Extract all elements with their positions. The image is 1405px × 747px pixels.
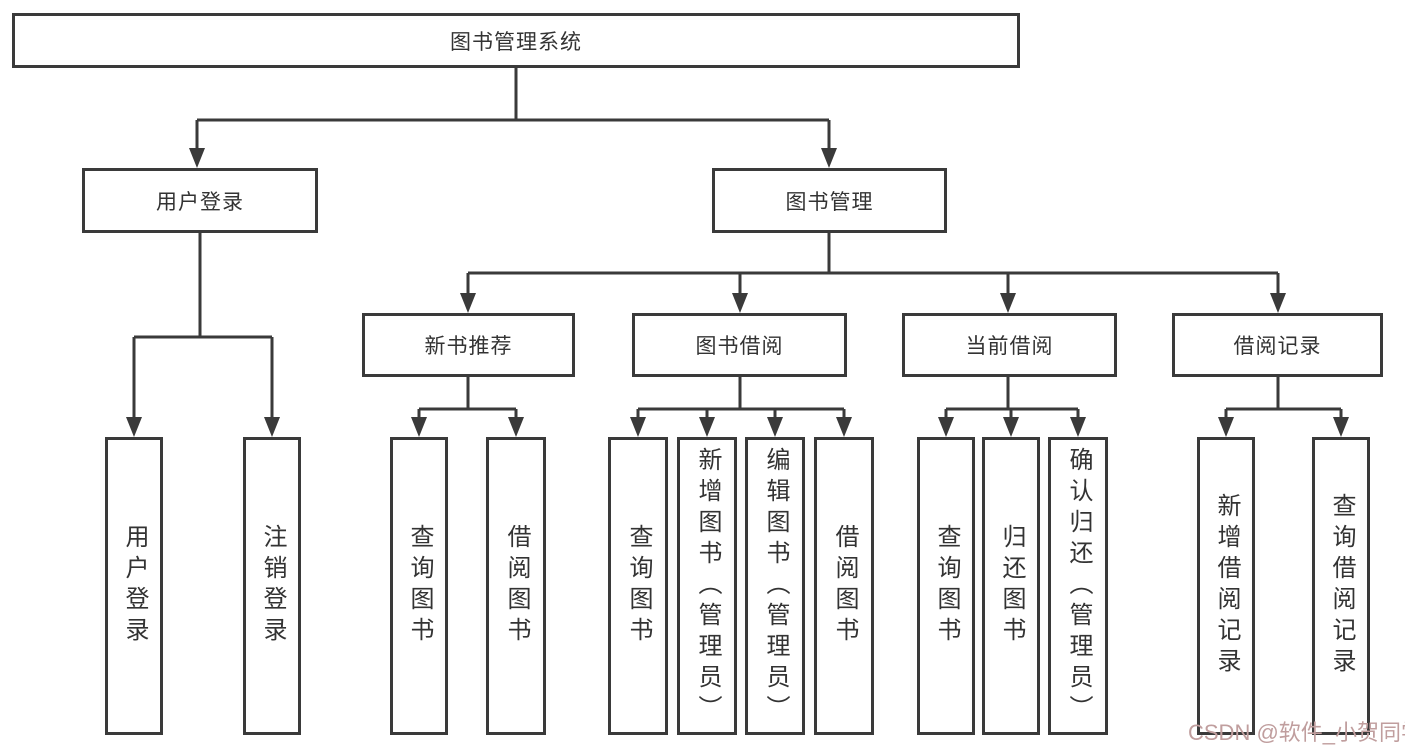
leaf-current-query: 查询图书: [917, 437, 975, 735]
arrow-down-icon: [264, 417, 280, 437]
connector-userlogin-to-leaves: [132, 233, 274, 419]
leaf-newbook-query: 查询图书: [390, 437, 448, 735]
node-new-book-recommend: 新书推荐: [362, 313, 575, 377]
arrow-down-icon: [630, 417, 646, 437]
leaf-borrow-edit-admin: 编辑图书（管理员）: [745, 437, 805, 735]
node-current-borrow: 当前借阅: [902, 313, 1117, 377]
node-borrow-records: 借阅记录: [1172, 313, 1383, 377]
leaf-borrow-query: 查询图书: [608, 437, 668, 735]
arrow-down-icon: [460, 293, 476, 313]
leaf-borrow-add-admin: 新增图书（管理员）: [677, 437, 737, 735]
arrow-down-icon: [508, 417, 524, 437]
connector-newbook-to-leaves: [417, 377, 518, 419]
connector-root-to-level1: [195, 68, 831, 150]
connector-borrow-to-leaves: [636, 377, 846, 419]
leaf-current-confirm-admin: 确认归还（管理员）: [1048, 437, 1108, 735]
connector-records-to-leaves: [1224, 377, 1343, 419]
arrow-down-icon: [836, 417, 852, 437]
node-book-management: 图书管理: [712, 168, 947, 233]
leaf-newbook-borrow: 借阅图书: [486, 437, 546, 735]
arrow-down-icon: [699, 417, 715, 437]
node-root-system: 图书管理系统: [12, 13, 1020, 68]
arrow-down-icon: [126, 417, 142, 437]
connector-current-to-leaves: [944, 377, 1080, 419]
arrow-down-icon: [189, 148, 205, 168]
leaf-records-query: 查询借阅记录: [1312, 437, 1370, 735]
arrow-down-icon: [767, 417, 783, 437]
arrow-down-icon: [1333, 417, 1349, 437]
arrow-down-icon: [732, 293, 748, 313]
arrow-down-icon: [1270, 293, 1286, 313]
arrow-down-icon: [821, 148, 837, 168]
leaf-user-login: 用户登录: [105, 437, 163, 735]
node-user-login: 用户登录: [82, 168, 318, 233]
arrow-down-icon: [1070, 417, 1086, 437]
csdn-watermark: CSDN @软件_小贺同学: [1188, 720, 1405, 745]
leaf-current-return: 归还图书: [982, 437, 1040, 735]
arrow-down-icon: [1000, 293, 1016, 313]
arrow-down-icon: [938, 417, 954, 437]
arrow-down-icon: [1003, 417, 1019, 437]
node-book-borrow: 图书借阅: [632, 313, 847, 377]
arrow-down-icon: [1218, 417, 1234, 437]
connector-bookmgmt-to-level2: [466, 233, 1280, 295]
leaf-logout: 注销登录: [243, 437, 301, 735]
arrow-down-icon: [411, 417, 427, 437]
leaf-borrow-book: 借阅图书: [814, 437, 874, 735]
leaf-records-add: 新增借阅记录: [1197, 437, 1255, 735]
